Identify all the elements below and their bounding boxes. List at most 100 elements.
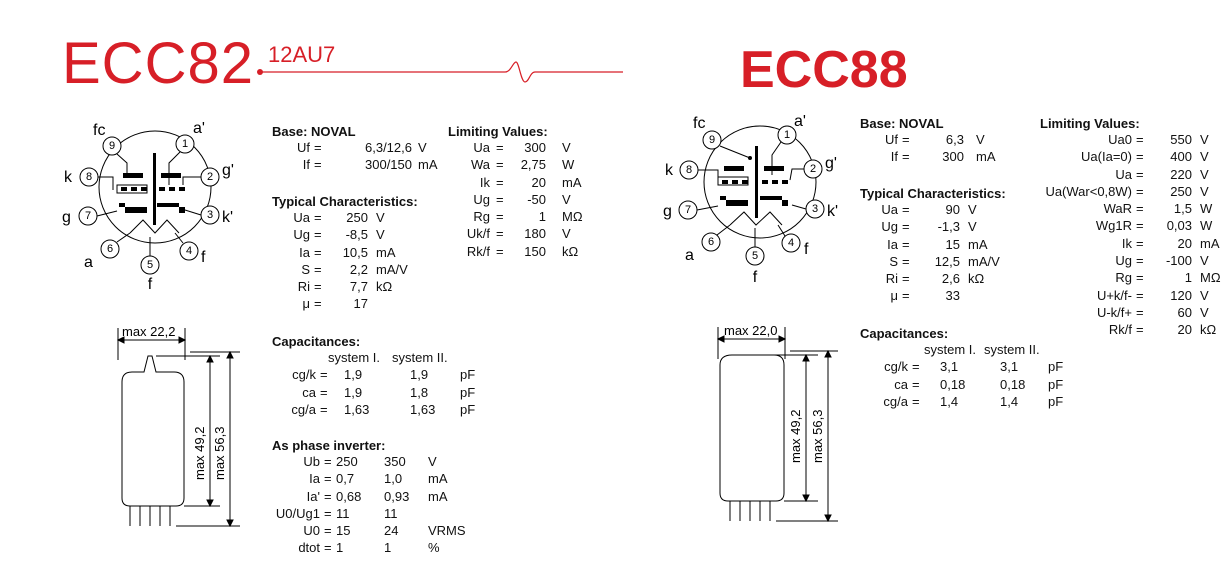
ecc88-base-row-sym: Uf xyxy=(885,132,898,147)
ecc82-limiting-row-unit: kΩ xyxy=(562,243,579,259)
ecc88-base-row-val: 6,3 xyxy=(945,132,964,147)
ecc88-cap-row-v2: 1,4 xyxy=(1000,393,1019,409)
ecc82-pin-label-g-prime: g' xyxy=(222,162,234,179)
ecc82-typical-row-val: 10,5 xyxy=(342,244,368,260)
ecc88-base-row-sym: If xyxy=(890,149,898,165)
ecc82-cap-row-unit: pF xyxy=(460,367,476,383)
ecc88-base-title: Base: NOVAL xyxy=(860,116,944,131)
ecc82-limiting-row-sym: Rg xyxy=(473,209,490,225)
ecc82-typical-row-val: 17 xyxy=(353,296,368,312)
ecc82-base-row-eq: = xyxy=(314,140,322,155)
ecc82-pin-label-k-prime: k' xyxy=(222,209,233,226)
ecc82-limiting-row-sym: Uk/f xyxy=(466,226,490,242)
ecc82-typical-row-eq: = xyxy=(314,210,322,225)
ecc88-limiting-row-eq: = xyxy=(1136,149,1144,165)
ecc88-limiting-row-unit: mA xyxy=(1200,235,1220,251)
ecc82-limiting-row-eq: = xyxy=(496,157,504,173)
ecc82-phase-row-v2: 1 xyxy=(384,540,392,556)
ecc82-pin-6: 6 xyxy=(107,243,113,255)
ecc88-cap-row-sym: ca xyxy=(894,376,908,392)
ecc82-limiting-row-val: 150 xyxy=(524,243,546,259)
ecc88-typical-row-sym: Ug xyxy=(881,219,898,235)
ecc82-base-row-unit: V xyxy=(418,140,427,155)
ecc88-pin-4: 4 xyxy=(788,237,794,249)
ecc88-cap-title: Capacitances: xyxy=(860,326,949,341)
ecc82-limiting-row-eq: = xyxy=(496,243,504,259)
ecc88-typical-row-sym: S xyxy=(889,253,898,269)
ecc88-limiting-row-unit: kΩ xyxy=(1200,322,1217,338)
ecc88-cap-row-eq: = xyxy=(912,376,920,392)
ecc88-typical-row-eq: = xyxy=(902,202,910,217)
ecc82-limiting-row-unit: mA xyxy=(562,174,582,190)
ecc88-cap-row-v1: 3,1 xyxy=(940,359,959,375)
ecc82-limiting-row-unit: MΩ xyxy=(562,209,583,225)
ecc88-pin-label-k-prime: k' xyxy=(827,203,838,220)
ecc82-cap-row-eq: = xyxy=(320,401,328,417)
ecc88-limiting-row-unit: V xyxy=(1200,166,1209,182)
ecc82-phase-row-v2: 11 xyxy=(384,505,398,521)
ecc82-cap-header-row: system I. system II. xyxy=(272,349,492,366)
ecc82-phase-row-sym: Ia' xyxy=(306,488,320,504)
ecc88-limiting-row-unit: MΩ xyxy=(1200,270,1221,286)
ecc88-pin-2: 2 xyxy=(810,163,816,175)
ecc82-pin-7: 7 xyxy=(85,210,91,222)
ecc82-phase-row-sym: Ia xyxy=(309,471,320,487)
ecc82-alt-title: 12AU7 xyxy=(268,42,336,67)
ecc82-typical-row-val: 7,7 xyxy=(349,279,368,295)
ecc82-limiting-row-sym: Rk/f xyxy=(466,243,490,259)
ecc82-limiting-row-sym: Ua xyxy=(473,140,490,155)
ecc88-pin-diagram: 9 1 2 3 4 5 6 7 8 fc a' g' k' f f a g k xyxy=(663,113,838,286)
ecc82-phase-row-v2: 350 xyxy=(384,454,406,469)
ecc82-typical-row-sym: Ug xyxy=(293,227,310,243)
ecc82-dim-height-2: max 56,3 xyxy=(212,427,227,480)
ecc82-phase-row-eq: = xyxy=(324,523,332,539)
ecc88-dim-height-1: max 49,2 xyxy=(788,410,803,463)
ecc88-pin-5: 5 xyxy=(752,250,758,262)
ecc82-pin-label-f4: f xyxy=(201,249,206,266)
ecc82-pin-2: 2 xyxy=(207,171,213,183)
ecc88-cap-row-v1: 1,4 xyxy=(940,393,959,409)
ecc82-cap-row-sym: cg/a xyxy=(291,401,316,417)
ecc82-phase-row-v2: 0,93 xyxy=(384,488,410,504)
ecc88-limiting-row-eq: = xyxy=(1136,166,1144,182)
ecc88-limiting-row-sym: Rg xyxy=(1115,270,1132,286)
ecc82-cap-row-v2: 1,63 xyxy=(410,401,436,417)
ecc82-typical-row-eq: = xyxy=(314,261,322,277)
ecc88-typical-row-sym: μ xyxy=(890,288,899,304)
ecc88-typical-row-val: 2,6 xyxy=(941,271,960,287)
ecc82-typical-row-val: 2,2 xyxy=(349,261,368,277)
ecc82-cap-row-eq: = xyxy=(320,384,328,400)
ecc82-limiting-row-sym: Ug xyxy=(473,191,490,207)
ecc82-limiting-row-eq: = xyxy=(496,174,504,190)
ecc82-pin-label-g: g xyxy=(62,209,71,226)
ecc82-limiting-row-unit: V xyxy=(562,140,571,155)
ecc88-limiting-row-val: 1,5 xyxy=(1173,201,1192,217)
ecc88-typical-row-val: -1,3 xyxy=(937,219,960,235)
ecc88-limiting-row-unit: V xyxy=(1200,253,1209,269)
ecc82-limiting-title: Limiting Values: xyxy=(448,124,548,139)
ecc82-limiting-row-val: 1 xyxy=(538,209,546,225)
ecc88-limiting-row-sym: WaR xyxy=(1103,201,1132,217)
ecc82-pin-label-fc: fc xyxy=(93,122,105,139)
ecc88-limiting-row-unit: W xyxy=(1200,201,1213,217)
ecc82-typical-row-val: 250 xyxy=(346,210,368,225)
ecc88-typical-row-eq: = xyxy=(902,253,910,269)
ecc82-phase-row-v1: 0,68 xyxy=(336,488,362,504)
ecc82-pin-8: 8 xyxy=(86,171,92,183)
ecc88-base-row-unit: V xyxy=(976,132,985,147)
